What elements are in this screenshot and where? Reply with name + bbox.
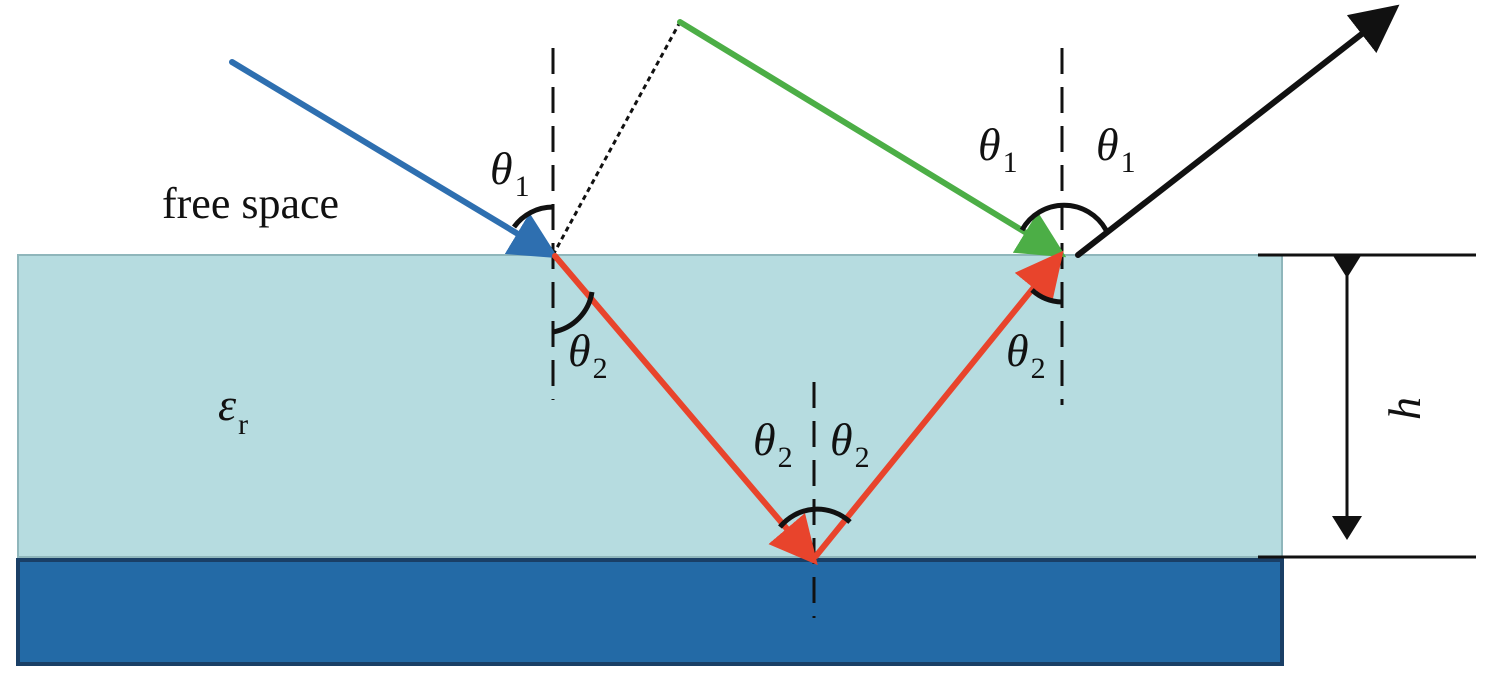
theta2-label-left: θ2 — [568, 325, 608, 385]
ground-plane — [16, 558, 1284, 666]
theta1-label-right-a: θ1 — [978, 119, 1018, 179]
permittivity-label: εr — [218, 379, 248, 441]
angle-arc-theta2-right — [1030, 288, 1063, 305]
free-space-label: free space — [162, 179, 339, 228]
theta2-label-bottom-right: θ2 — [830, 414, 870, 474]
reflected-ray-up — [813, 250, 1064, 559]
second-incident-ray — [677, 19, 1067, 258]
theta1-label-right-b: θ1 — [1096, 119, 1136, 179]
theta1-label-left: θ1 — [490, 143, 530, 203]
angle-arc-theta1-right — [1019, 202, 1109, 232]
refracted-ray-down — [552, 253, 818, 566]
angle-arc-theta2-bottom — [778, 506, 852, 529]
thickness-label: h — [1379, 397, 1430, 420]
wavefront-dotted-line — [551, 21, 682, 256]
outgoing-ray — [1075, 4, 1400, 258]
theta2-label-right: θ2 — [1006, 325, 1046, 385]
theta2-label-bottom-left: θ2 — [753, 414, 793, 474]
dielectric-layer — [17, 254, 1283, 558]
incident-ray — [229, 59, 559, 259]
angle-arc-theta1-incident — [511, 204, 554, 229]
angle-arc-theta2-refracted — [552, 291, 595, 335]
